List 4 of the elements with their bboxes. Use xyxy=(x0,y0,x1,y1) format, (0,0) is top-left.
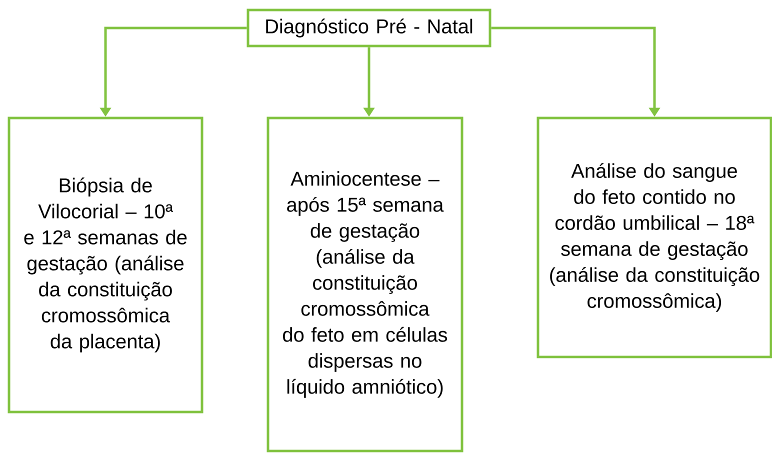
process-box: Aminiocentese – após 15ª semana de gestação (análise da constituição cromossômica do feto em células dispersas no líquido amniótico) xyxy=(266,116,464,452)
process-box: Análise do sangue do feto contido no cordão umbilical – 18ª semana de gestação (análise da constituição cromossômica) xyxy=(536,116,772,358)
process-box: Biópsia de Vilocorial – 10ª e 12ª semanas de gestação (análise da constituição cromossômica da placenta) xyxy=(8,116,204,414)
title-box: Diagnóstico Pré - Natal xyxy=(246,8,492,48)
